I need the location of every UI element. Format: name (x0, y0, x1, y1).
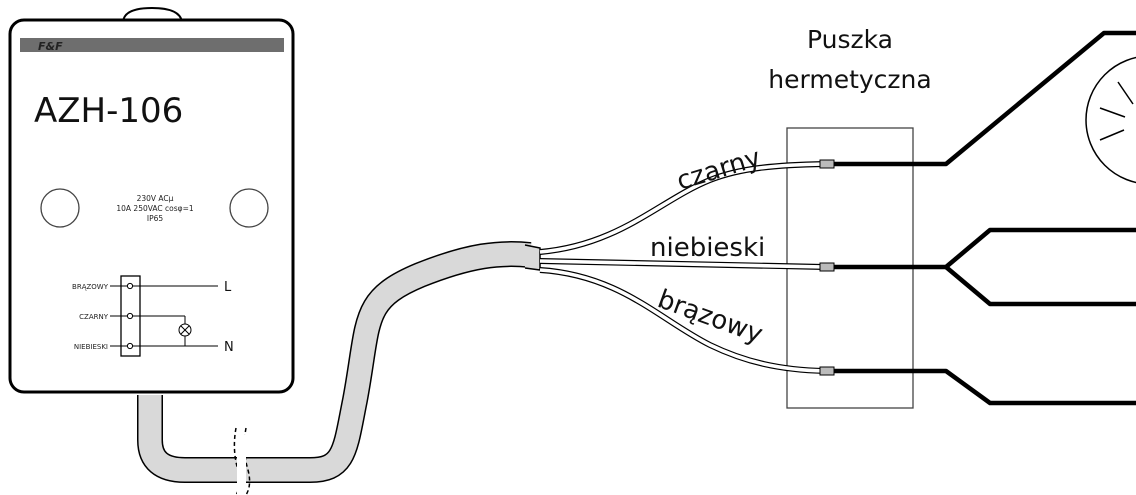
model-name: AZH-106 (34, 91, 183, 131)
device-housing (8, 6, 295, 394)
wire-label-black: czarny (673, 143, 764, 197)
lamp-icon (1085, 56, 1136, 184)
spec-line-2: 10A 250VAC cosφ=1 (116, 204, 193, 213)
wire-brown (539, 267, 826, 374)
cable-break-mark (233, 427, 251, 495)
terminal-label-brown: BRĄZOWY (72, 283, 109, 291)
wire-label-brown: brązowy (654, 284, 767, 350)
junction-box-title-1: Puszka (807, 25, 893, 54)
mounting-hole-right (229, 188, 269, 228)
cable-lower (137, 395, 245, 483)
junction-box-title-2: hermetyczna (768, 65, 931, 94)
spec-line-3: IP65 (147, 214, 164, 223)
wire-blue (539, 258, 826, 270)
lamp-symbol-icon (178, 323, 192, 337)
terminal-label-black: CZARNY (79, 313, 109, 321)
output-lines (834, 30, 1136, 406)
terminal-end-N: N (224, 340, 234, 355)
terminal-end-L: L (224, 280, 232, 295)
wire-black (539, 161, 826, 255)
cable-main (245, 241, 541, 483)
brand-logo: F&F (38, 40, 63, 53)
spec-line-1: 230V ACµ (137, 194, 174, 203)
header-bar (20, 38, 284, 52)
terminal-label-blue: NIEBIESKI (74, 343, 108, 351)
mounting-hole-left (40, 188, 80, 228)
wire-label-blue: niebieski (650, 233, 765, 263)
